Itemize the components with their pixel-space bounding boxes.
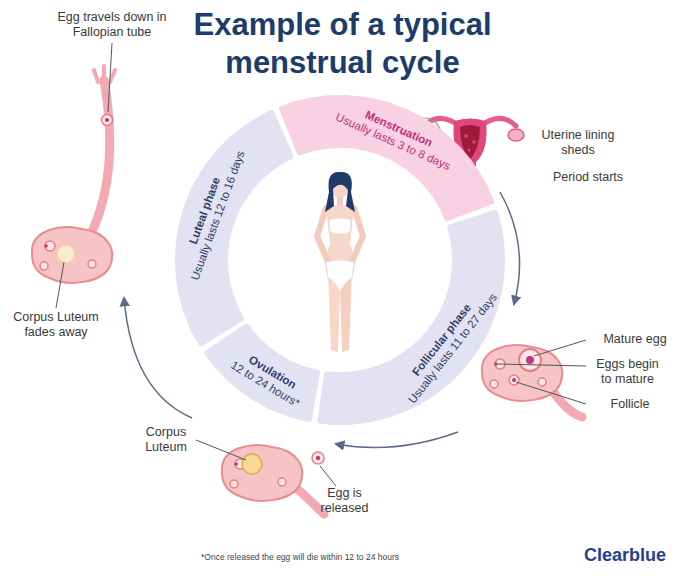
segment-shape: [175, 95, 505, 425]
callout-label: Egg is released: [312, 486, 377, 516]
phase-segment: MenstruationUsually lasts 3 to 8 days: [175, 95, 505, 425]
fallopian-tube: [92, 80, 110, 232]
callout-label: Corpus Luteum: [136, 425, 196, 455]
cycle-arrow: [124, 298, 192, 418]
brand-logo: Clearblue: [584, 545, 684, 565]
phase-segment: Ovulation12 to 24 hours*: [175, 95, 505, 425]
phase-segment: Luteal phaseUsually lasts 12 to 16 days: [175, 95, 505, 425]
egg-nucleus: [105, 118, 109, 122]
callout-label: Corpus Luteum fades away: [6, 310, 106, 340]
leader-line: [320, 466, 336, 486]
leader-line: [534, 340, 586, 356]
footnote: *Once released the egg will die within 1…: [150, 552, 450, 562]
uterine-lining: [460, 125, 480, 160]
egg-nucleus: [512, 378, 516, 382]
fallopian-tube: [294, 486, 324, 514]
arm: [352, 208, 363, 262]
callout-label: Eggs begin to mature: [590, 357, 665, 387]
segment-shape: [175, 95, 505, 425]
phase-name: Follicular phase: [381, 264, 503, 414]
lining-dot: [468, 149, 471, 152]
ring-band: [175, 110, 293, 346]
blood-drop: [469, 184, 472, 193]
title: Example of a typical menstrual cycle: [120, 6, 565, 82]
phase-text: Ovulation12 to 24 hours*: [185, 320, 354, 437]
hair: [325, 172, 355, 212]
cycle-arrow: [500, 192, 520, 304]
ovary: [416, 129, 432, 141]
lining-dot: [464, 134, 468, 138]
uterus: [453, 119, 486, 181]
magnifier-circle: [407, 118, 441, 152]
egg-nucleus: [316, 456, 320, 460]
callout-label: Period starts: [538, 170, 638, 185]
follicle: [509, 375, 519, 385]
segment-shape: [175, 95, 505, 425]
ovary-illustration: [222, 445, 324, 514]
phase-text: Luteal phaseUsually lasts 12 to 16 days: [167, 124, 255, 303]
phase-duration: Usually lasts 11 to 27 days: [392, 273, 514, 423]
phase-text: MenstruationUsually lasts 3 to 8 days: [308, 85, 484, 184]
leader-line: [108, 43, 112, 112]
fimbriae: [94, 66, 115, 82]
bra: [329, 218, 351, 234]
phase-duration: 12 to 24 hours*: [185, 332, 347, 437]
cycle-arrow: [336, 432, 458, 448]
phase-text: Follicular phaseUsually lasts 11 to 27 d…: [381, 264, 514, 423]
phase-name: Ovulation: [192, 320, 354, 425]
callout-label: Mature egg: [590, 332, 680, 347]
callout-label: Follicle: [590, 397, 670, 412]
fading-corpus-luteum: [57, 245, 75, 263]
ovary: [508, 129, 524, 141]
callout-label: Egg travels down in Fallopian tube: [56, 10, 168, 40]
leader-line: [516, 382, 586, 404]
ovary-illustration: [32, 66, 115, 283]
ovary-illustration: [482, 345, 582, 417]
egg-nucleus: [526, 356, 534, 364]
corpus-luteum: [242, 454, 262, 474]
phase-name: Menstruation: [313, 85, 483, 171]
phase-name: Luteal phase: [167, 124, 242, 298]
leader-line: [196, 440, 246, 460]
arm: [317, 208, 328, 262]
underwear: [326, 260, 354, 292]
ovary: [32, 227, 112, 282]
segment-shape: [175, 95, 505, 425]
ring-band: [279, 95, 494, 221]
callout-label: Uterine lining sheds: [538, 128, 618, 158]
ovary: [222, 445, 302, 500]
lining-dot: [472, 140, 476, 144]
fallopian-tube: [552, 390, 582, 417]
released-egg: [312, 452, 324, 464]
ring-band: [204, 324, 320, 422]
phase-duration: Usually lasts 3 to 8 days: [308, 98, 478, 184]
mature-egg: [519, 349, 541, 371]
woman-figure: [317, 172, 363, 352]
leader-line: [498, 364, 586, 366]
leader-line: [56, 262, 64, 308]
phase-duration: Usually lasts 12 to 16 days: [180, 129, 255, 303]
uterus-illustration: [407, 118, 524, 193]
phase-segment: Follicular phaseUsually lasts 11 to 27 d…: [175, 95, 505, 425]
ring-band: [317, 210, 505, 425]
travelling-egg: [102, 115, 113, 126]
